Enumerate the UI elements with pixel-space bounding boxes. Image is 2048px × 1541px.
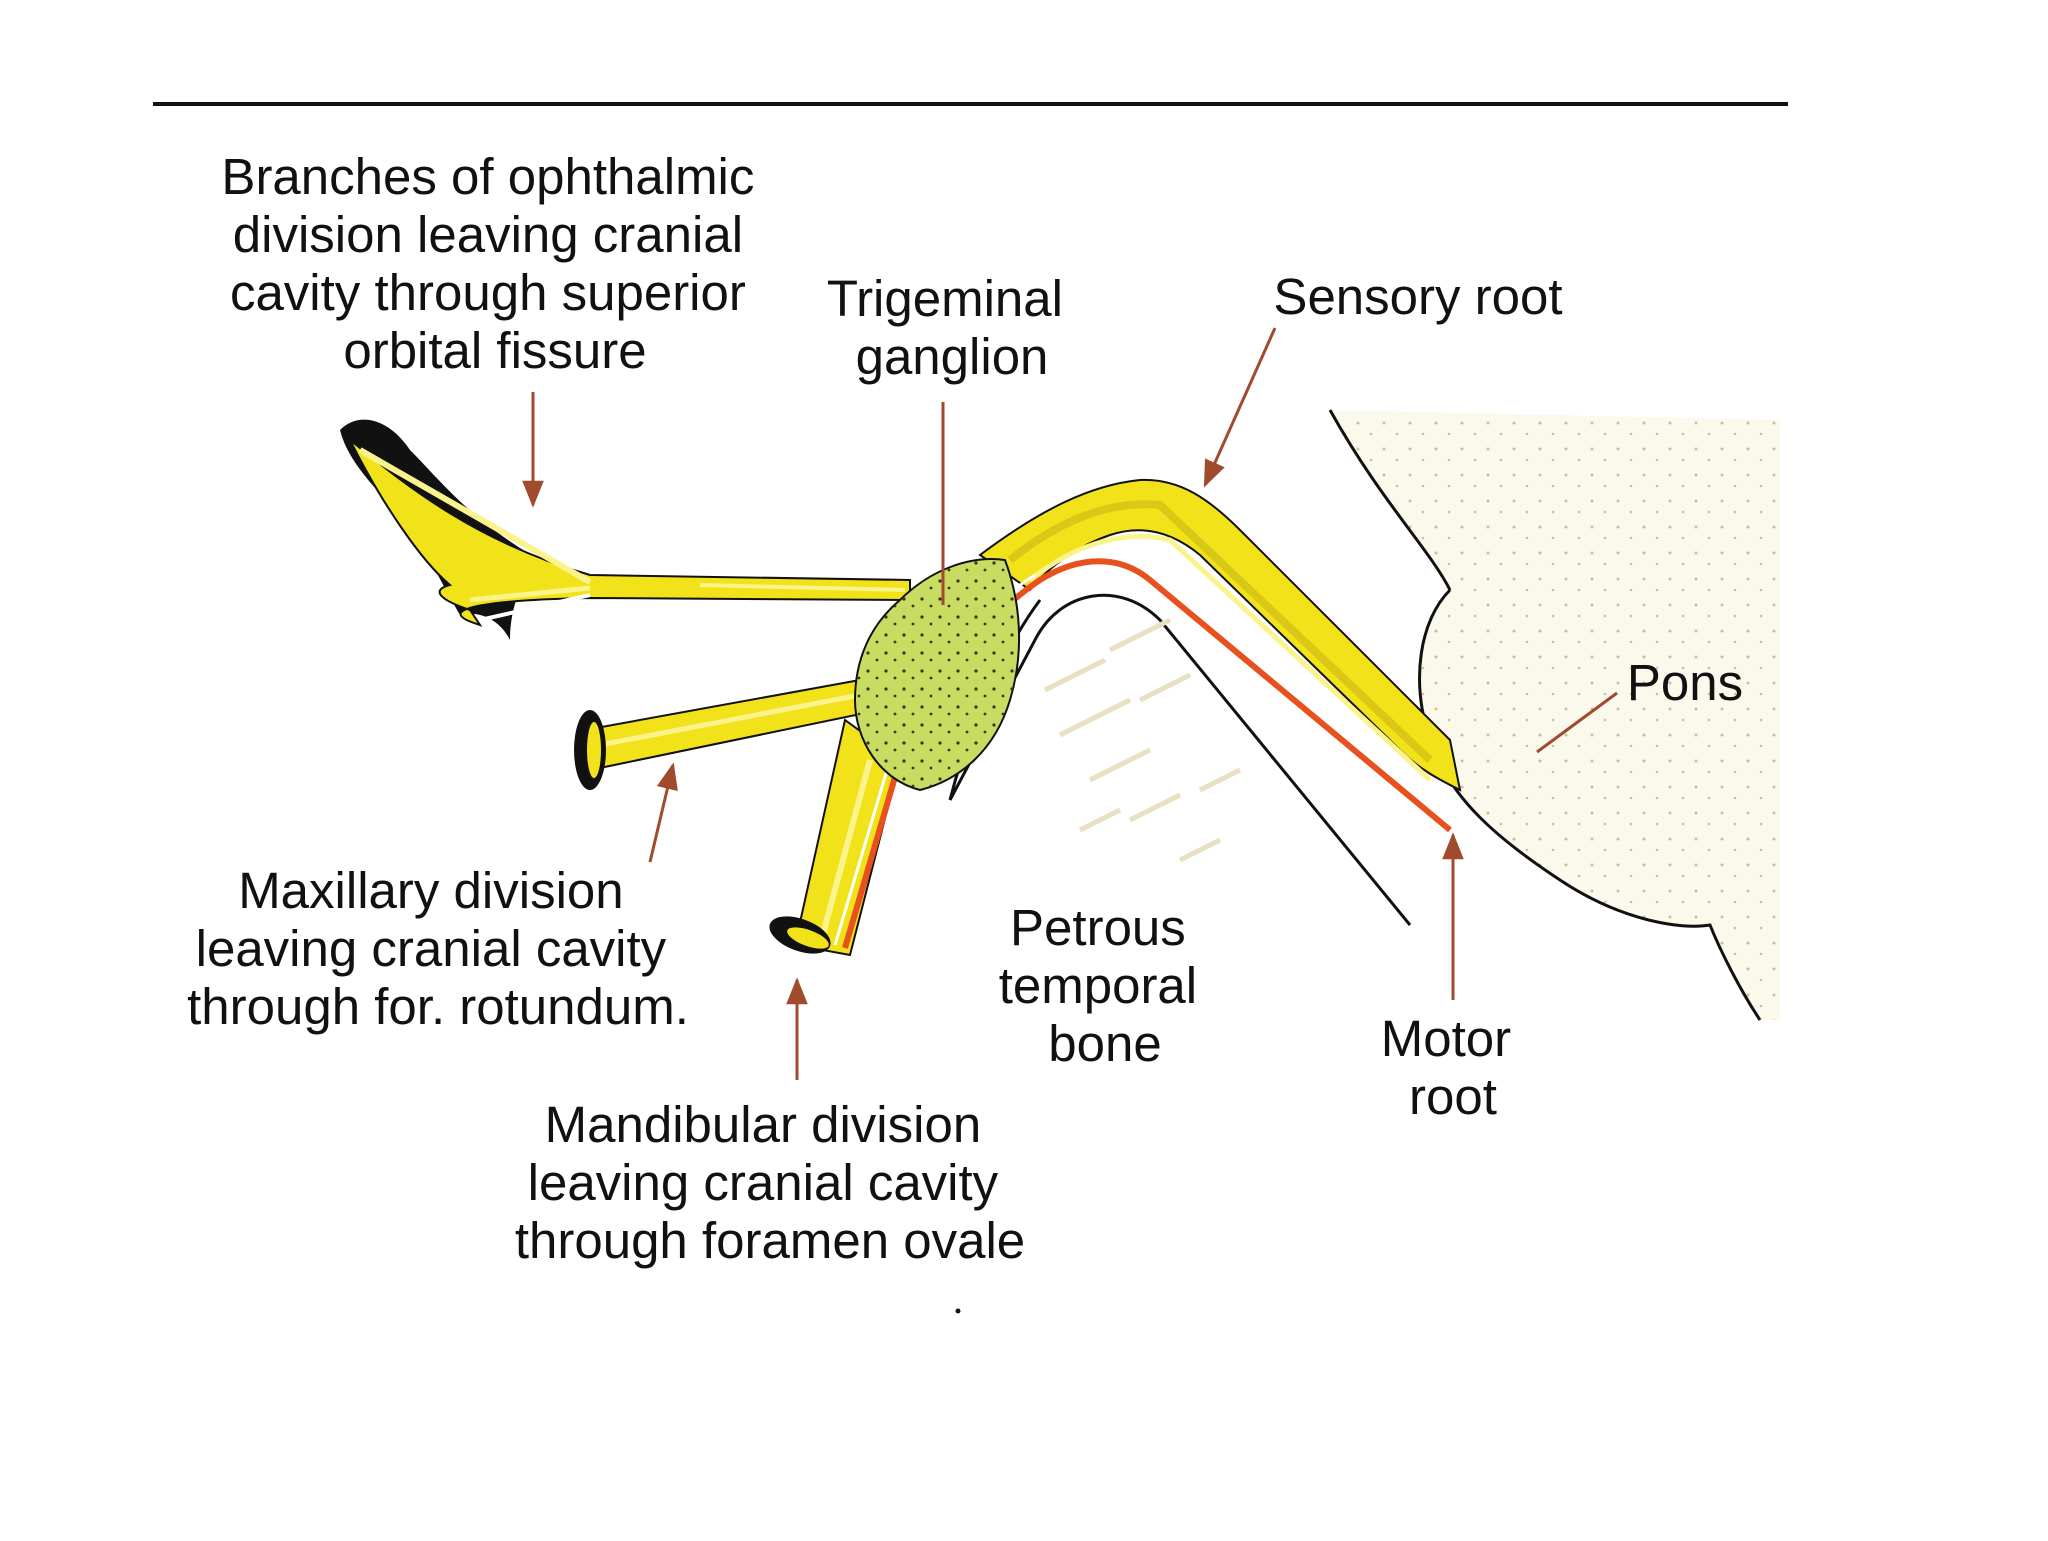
label-motor-root: Motor root — [1381, 1010, 1526, 1125]
label-ophthalmic: Branches of ophthalmic division leaving … — [221, 148, 768, 379]
arrow-sensory-root — [1205, 328, 1275, 485]
arrow-maxillary — [650, 765, 673, 862]
ophthalmic-division — [340, 420, 910, 640]
label-sensory-root: Sensory root — [1273, 268, 1562, 325]
label-maxillary: Maxillary division leaving cranial cavit… — [187, 862, 689, 1035]
label-mandibular: Mandibular division leaving cranial cavi… — [515, 1096, 1025, 1269]
label-pons: Pons — [1627, 654, 1743, 711]
label-petrous-temporal-bone: Petrous temporal bone — [999, 899, 1212, 1072]
label-trigeminal-ganglion: Trigeminal ganglion — [827, 270, 1077, 385]
stray-dot — [956, 1309, 961, 1314]
